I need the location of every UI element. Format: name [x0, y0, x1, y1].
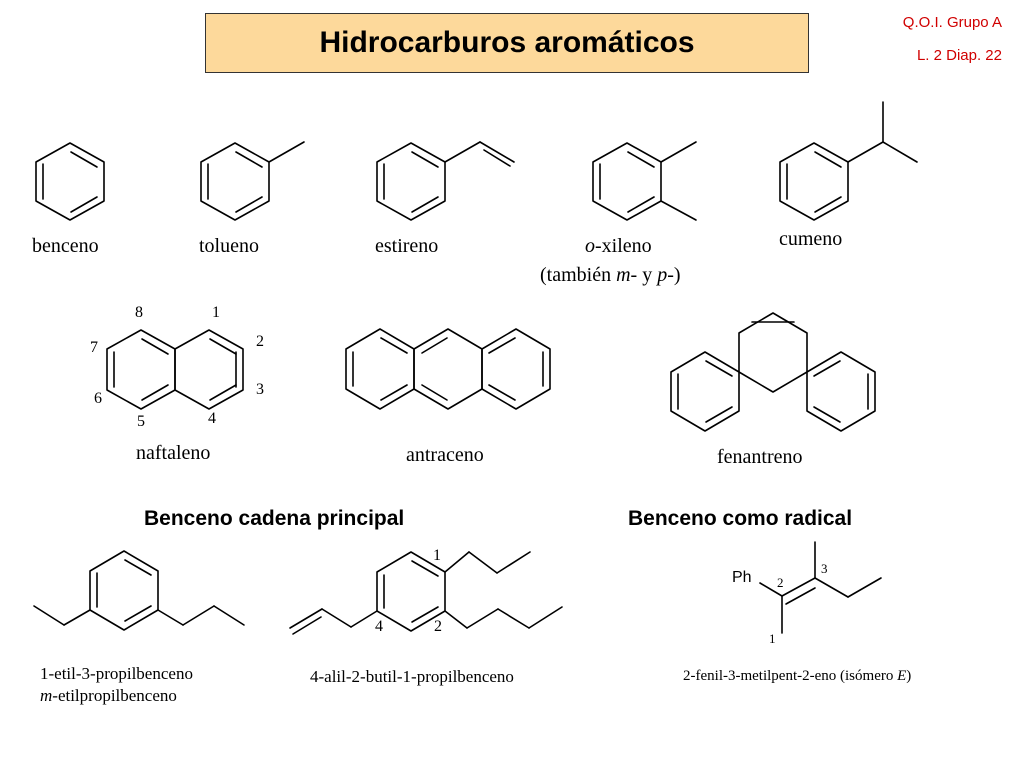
main-chain-heading: Benceno cadena principal — [144, 507, 405, 530]
xylene-name: -xileno — [595, 235, 652, 257]
example2-position-1: 1 — [433, 547, 441, 564]
p-prefix: p — [657, 264, 668, 286]
o-xylene-label: o-xileno — [585, 235, 652, 258]
anthracene-label: antraceno — [406, 444, 484, 466]
naphthalene-position-5: 5 — [137, 413, 145, 430]
example1-name: 1-etil-3-propilbenceno — [40, 664, 193, 683]
example1-alt-name: m-etilpropilbenceno — [40, 686, 177, 706]
naphthalene-structure — [106, 329, 244, 410]
naphthalene-position-8: 8 — [135, 304, 143, 321]
naphthalene-position-2: 2 — [256, 333, 264, 350]
example3-name: 2-fenil-3-metilpent-2-eno (isómero E) — [683, 668, 911, 685]
example3-position-3: 3 — [821, 561, 828, 576]
isomer-e: E — [897, 668, 907, 684]
benzene-label: benceno — [32, 235, 99, 257]
phenyl-abbreviation: Ph — [732, 569, 752, 586]
naphthalene-position-1: 1 — [212, 304, 220, 321]
o-xylene-structure — [592, 141, 697, 221]
toluene-label: tolueno — [199, 235, 259, 257]
isomers-text-b: - y — [630, 264, 658, 286]
example2-name: 4-alil-2-butil-1-propilbenceno — [310, 667, 514, 686]
example2-position-4: 4 — [375, 618, 383, 635]
naphthalene-label: naftaleno — [136, 442, 211, 464]
page-title: Hidrocarburos aromáticos — [319, 26, 695, 59]
styrene-label: estireno — [375, 235, 439, 257]
toluene-structure — [200, 141, 305, 221]
naphthalene-position-3: 3 — [256, 381, 264, 398]
m-prefix: m — [616, 264, 631, 286]
phenanthrene-structure — [670, 312, 876, 432]
benzene-structure — [35, 142, 105, 221]
example3-position-2: 2 — [777, 575, 784, 590]
naphthalene-position-4: 4 — [208, 410, 216, 427]
phenanthrene-label: fenantreno — [717, 446, 803, 468]
phenylmethylpentene-structure — [759, 541, 882, 634]
isomers-text-c: -) — [667, 264, 681, 286]
allylbutylpropylbenzene-structure — [289, 551, 563, 635]
example3-position-1: 1 — [769, 631, 776, 646]
cumene-label: cumeno — [779, 228, 843, 250]
isomers-text-a: (también — [540, 264, 617, 286]
naphthalene-position-6: 6 — [94, 390, 102, 407]
anthracene-structure — [345, 328, 551, 410]
o-prefix: o — [585, 235, 595, 257]
course-label: Q.O.I. Grupo A — [902, 14, 1002, 31]
naphthalene-position-7: 7 — [90, 339, 98, 356]
example2-position-2: 2 — [434, 618, 442, 635]
slide-label: L. 2 Diap. 22 — [916, 47, 1002, 64]
example1-alt-rest: -etilpropilbenceno — [52, 686, 177, 705]
ethylpropylbenzene-structure — [33, 550, 245, 631]
xylene-isomers-note: (también m- y p-) — [540, 264, 681, 287]
example3-name-main: 2-fenil-3-metilpent-2-eno (isómero — [683, 668, 898, 684]
radical-heading: Benceno como radical — [628, 507, 853, 530]
m-prefix-example: m — [40, 686, 53, 705]
title-box: Hidrocarburos aromáticos — [205, 13, 809, 73]
cumene-structure — [779, 101, 918, 221]
example3-name-close: ) — [906, 668, 912, 684]
styrene-structure — [376, 141, 515, 221]
